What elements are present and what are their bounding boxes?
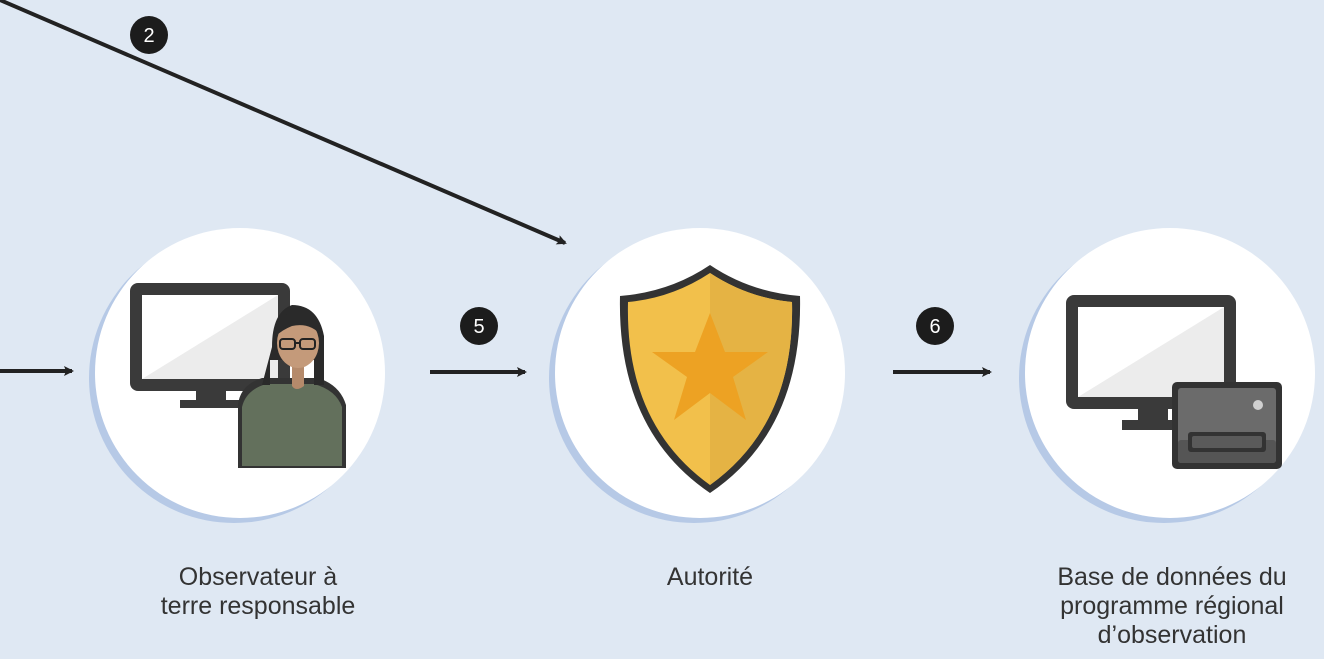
database-label-line-1: Base de données du <box>1057 563 1287 591</box>
observer-label-line-2: terre responsable <box>160 592 356 620</box>
step-badge-6: 6 <box>916 307 954 345</box>
svg-text:5: 5 <box>473 316 484 338</box>
shield-star-icon <box>619 265 801 493</box>
monitor-icon <box>130 283 290 408</box>
database-label-line-3: d’observation <box>1097 621 1247 649</box>
authority-node <box>549 228 845 523</box>
authority-label: Autorité <box>560 563 860 592</box>
svg-text:2: 2 <box>143 25 154 47</box>
observer-label: Observateur à terre responsable <box>108 563 408 621</box>
step-badge-5: 5 <box>460 307 498 345</box>
monitor-icon <box>1066 295 1236 430</box>
observer-node <box>89 228 385 523</box>
svg-text:6: 6 <box>929 316 940 338</box>
database-label-line-2: programme régional <box>1060 592 1284 620</box>
step-badge-2: 2 <box>130 16 168 54</box>
database-label: Base de données du programme régional d’… <box>1022 563 1322 650</box>
woman-avatar-icon <box>238 305 346 468</box>
observer-label-line-1: Observateur à <box>178 563 338 591</box>
authority-label-line-1: Autorité <box>666 563 754 591</box>
arrow-to-authority <box>0 0 567 245</box>
server-icon <box>1172 382 1282 469</box>
database-node <box>1019 228 1315 523</box>
